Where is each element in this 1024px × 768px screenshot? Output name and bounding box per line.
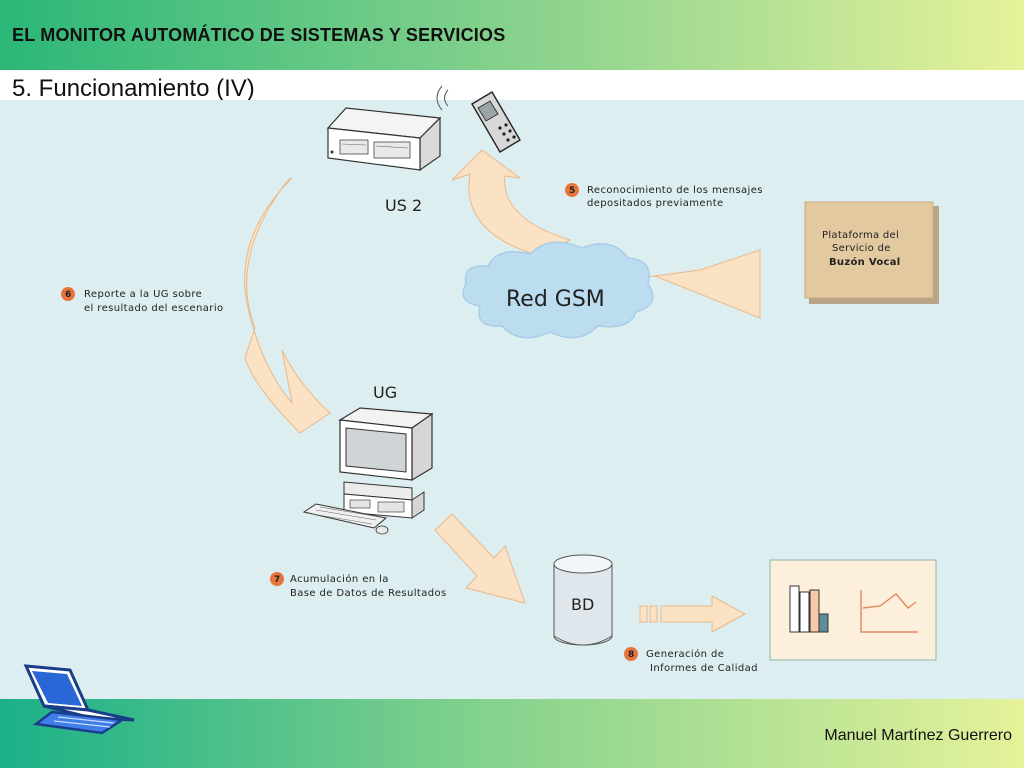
step-5-line2: depositados previamente [587, 198, 724, 209]
us2-label: US 2 [385, 196, 422, 215]
plataforma-label-line1: Plataforma del [822, 230, 899, 241]
arrow-us2-to-ug [244, 177, 331, 434]
step-8-badge [624, 647, 638, 661]
step-8-line2: Informes de Calidad [650, 663, 758, 674]
step-7-line1: Acumulación en la [290, 573, 389, 585]
step-5-line1: Reconocimiento de los mensajes [587, 185, 763, 196]
bd-database-icon [553, 554, 613, 646]
slide-title: 5. Funcionamiento (IV) [12, 75, 255, 102]
step-7-number: 7 [274, 575, 280, 585]
plataforma-box [804, 201, 939, 304]
plataforma-label-line3: Buzón Vocal [829, 256, 901, 268]
step-7-line2: Base de Datos de Resultados [290, 588, 447, 599]
step-6-number: 6 [65, 290, 71, 300]
arrow-gsm-to-us2 [451, 149, 572, 257]
step-6-line2: el resultado del escenario [84, 303, 224, 314]
header-bar [0, 0, 1024, 70]
us2-server-icon [326, 107, 442, 172]
step-5-badge [565, 183, 579, 197]
step-8-line1: Generación de [646, 648, 724, 660]
ug-computer-icon [302, 407, 434, 535]
header-title: EL MONITOR AUTOMÁTICO DE SISTEMAS Y SERV… [12, 25, 506, 45]
footer-bar [0, 699, 1024, 768]
plataforma-label-line2: Servicio de [832, 243, 891, 254]
arrow-ug-to-bd [434, 513, 526, 604]
ug-label: UG [373, 383, 397, 402]
step-5-number: 5 [569, 186, 575, 196]
diagram: US 2 Red GSM Plataforma del Servicio de … [0, 85, 1024, 699]
step-6-badge [61, 287, 75, 301]
red-gsm-cloud-icon [462, 241, 654, 339]
arrow-bd-to-reports [639, 595, 747, 633]
step-7-badge [270, 572, 284, 586]
quality-reports-icon [769, 559, 937, 661]
footer-author: Manuel Martínez Guerrero [824, 727, 1012, 744]
laptop-logo-icon [23, 664, 135, 735]
bd-label: BD [571, 595, 594, 614]
mobile-phone-icon [436, 85, 521, 153]
step-8-number: 8 [628, 650, 634, 660]
red-gsm-label: Red GSM [506, 287, 605, 312]
step-6-line1: Reporte a la UG sobre [84, 289, 202, 300]
